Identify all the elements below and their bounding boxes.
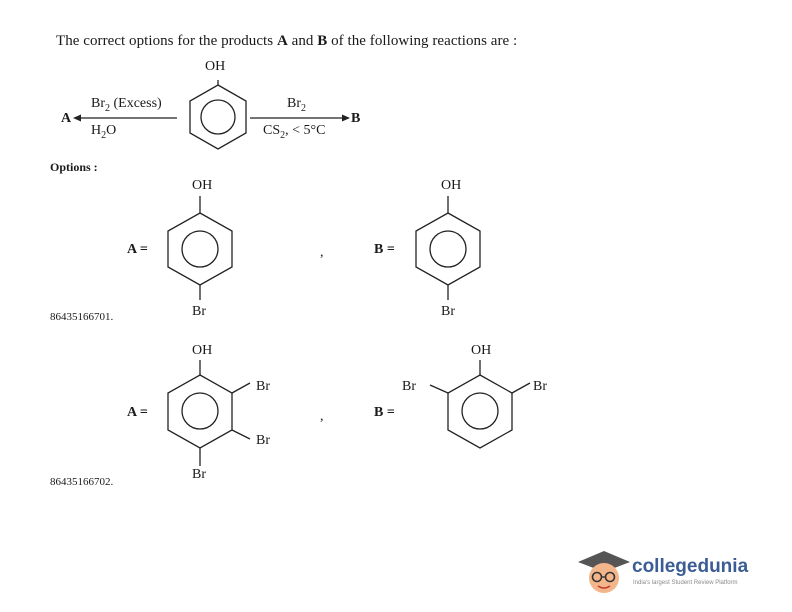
question-text: The correct options for the products A a… [56, 33, 518, 49]
left-solvent: H2O [91, 123, 117, 141]
oh-label: OH [441, 178, 462, 193]
br-label: Br [533, 379, 547, 394]
mascot-logo-icon [578, 551, 630, 593]
options-label: Options : [50, 160, 98, 174]
option-id: 86435166702. [50, 476, 114, 488]
phenol-ring [189, 80, 247, 150]
br-label: Br [402, 379, 416, 394]
product-b-label: B [351, 111, 361, 126]
oh-label: OH [471, 343, 492, 358]
br-label: Br [192, 467, 206, 482]
product-a-label: A [61, 111, 72, 126]
option-a-label: A = [127, 405, 148, 420]
brand-name: collegedunia [632, 556, 749, 577]
br-label: Br [256, 379, 270, 394]
option-b-label: B = [374, 242, 395, 257]
oh-label: OH [192, 178, 213, 193]
dibromophenol-ring [429, 360, 531, 449]
br-label: Br [192, 304, 206, 319]
option-a-label: A = [127, 242, 148, 257]
separator: , [320, 409, 324, 424]
para-bromophenol-ring-a [167, 196, 233, 300]
option-b-label: B = [374, 405, 395, 420]
right-arrow [250, 114, 350, 122]
option-id: 86435166701. [50, 311, 114, 323]
tribromophenol-ring [167, 360, 251, 466]
br-label: Br [441, 304, 455, 319]
separator: , [320, 245, 324, 260]
left-arrow [73, 114, 177, 122]
para-bromophenol-ring-b [415, 196, 481, 300]
reactant-oh-label: OH [205, 59, 226, 74]
oh-label: OH [192, 343, 213, 358]
br-label: Br [256, 433, 270, 448]
left-reagent: Br2 (Excess) [91, 96, 162, 114]
right-conditions: CS2, < 5°C [263, 123, 326, 141]
right-reagent: Br2 [287, 96, 306, 114]
brand-tagline: India's largest Student Review Platform [633, 580, 738, 586]
